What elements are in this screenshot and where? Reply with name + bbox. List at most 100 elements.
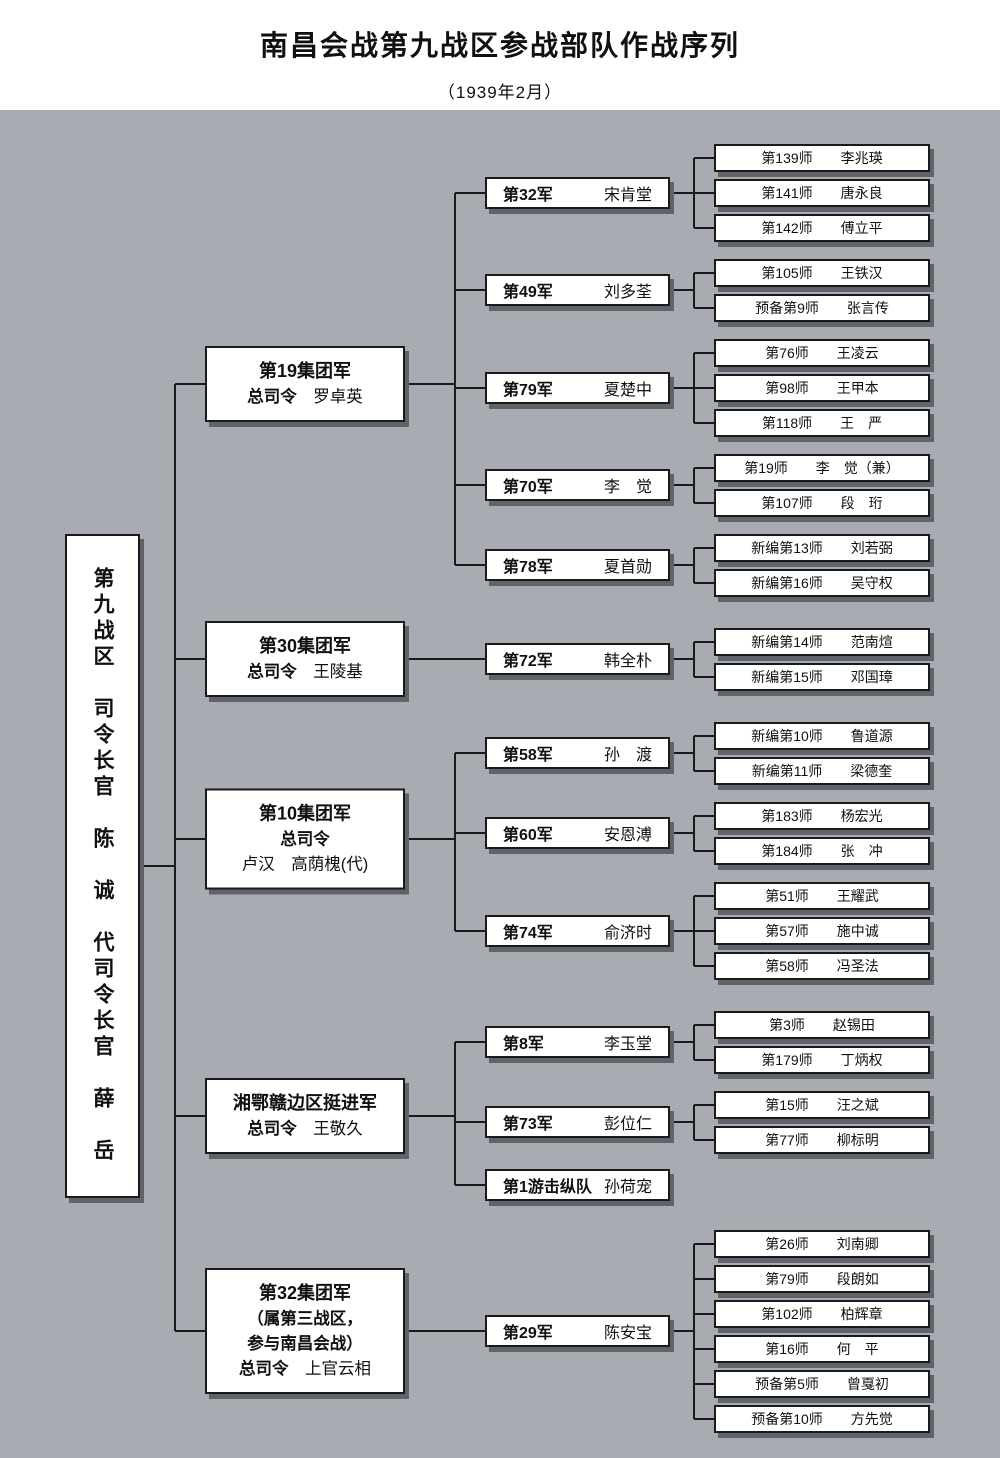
page-subtitle: （1939年2月）: [437, 83, 563, 102]
division-unit-label: 第77师: [765, 1132, 809, 1148]
group-army-text: 第10集团军: [258, 803, 352, 824]
root-node-text: 第九战区 司令长官 陈 诚 代司令长官 薛 岳: [91, 567, 114, 1165]
division-commander-name: 何 平: [836, 1341, 879, 1357]
army-commander-name: 陈安宝: [603, 1325, 652, 1342]
division-commander-name: 王 严: [840, 415, 883, 431]
division-unit-label: 第79师: [765, 1271, 809, 1287]
division-commander-name: 赵锡田: [832, 1017, 875, 1033]
group-army-text: 参与南昌会战）: [247, 1335, 363, 1353]
army-commander-name: 宋肯堂: [603, 187, 652, 204]
page-title: 南昌会战第九战区参战部队作战序列: [259, 30, 740, 61]
division-node: 第51师 王耀武: [714, 882, 930, 910]
division-unit-label: 第118师: [761, 415, 813, 431]
division-commander-name: 方先觉: [850, 1411, 893, 1427]
division-node: 第107师段 珩: [714, 489, 930, 517]
division-unit-label: 第139师: [761, 150, 813, 166]
division-commander-name: 王铁汉: [840, 265, 883, 281]
division-unit-label: 预备第10师: [751, 1411, 823, 1427]
division-node: 第105师王铁汉: [714, 259, 930, 287]
army-unit-label: 第73军: [503, 1116, 553, 1133]
group-army-line: 总司令 上官云相: [239, 1357, 371, 1382]
division-commander-name: 李 觉（兼）: [815, 460, 900, 476]
division-commander-name: 刘若弼: [850, 540, 893, 556]
army-node: 第1游击纵队孙荷宠: [485, 1169, 670, 1201]
army-unit-label: 第70军: [503, 479, 553, 496]
division-node: 新编第13师刘若弼: [714, 534, 930, 562]
army-node: 第79军 夏楚中: [485, 372, 670, 404]
group-army-text: 总司令: [239, 1360, 289, 1378]
division-commander-name: 丁炳权: [840, 1052, 883, 1068]
division-commander-name: 梁德奎: [850, 763, 893, 779]
army-node: 第73军 彭位仁: [485, 1106, 670, 1138]
group-army-text: 湘鄂赣边区挺进军: [233, 1093, 377, 1113]
division-node: 预备第5师曾戛初: [714, 1370, 930, 1398]
division-unit-label: 第141师: [761, 185, 813, 201]
division-node: 第118师 王 严: [714, 409, 930, 437]
division-commander-name: 刘南卿: [836, 1236, 879, 1252]
connector-lines: [140, 157, 714, 1420]
army-commander-name: 夏楚中: [603, 382, 652, 399]
division-commander-name: 柏辉章: [840, 1306, 883, 1322]
group-army-text: 第30集团军: [258, 636, 352, 656]
army-commander-name: 俞济时: [603, 925, 652, 942]
army-unit-label: 第32军: [503, 187, 553, 204]
division-commander-name: 李兆瑛: [840, 150, 883, 166]
army-commander-name: 夏首勋: [603, 559, 652, 576]
army-node: 第78军夏首勋: [485, 549, 670, 581]
army-unit-label: 第1游击纵队: [503, 1179, 592, 1196]
division-commander-name: 段朗如: [836, 1271, 879, 1287]
division-unit-label: 第26师: [765, 1236, 809, 1252]
group-army-line: 卢汉 高荫槐(代): [242, 853, 369, 878]
division-node: 第19师李 觉（兼）: [714, 454, 930, 482]
division-node: 预备第10师 方先觉: [714, 1405, 930, 1433]
division-node: 第184师张 冲: [714, 837, 930, 865]
root-node-war-zone: 第九战区 司令长官 陈 诚 代司令长官 薛 岳: [65, 534, 140, 1198]
division-unit-label: 第183师: [761, 808, 813, 824]
group-army-node: 第10集团军总司令卢汉 高荫槐(代): [205, 788, 405, 890]
division-unit-label: 第107师: [761, 495, 813, 511]
army-commander-name: 彭位仁: [603, 1116, 652, 1133]
group-army-node: 第19集团军总司令 罗卓英: [205, 346, 405, 422]
division-unit-label: 第179师: [761, 1052, 813, 1068]
division-node: 第141师 唐永良: [714, 179, 930, 207]
division-commander-name: 唐永良: [840, 185, 883, 201]
army-unit-label: 第79军: [503, 382, 553, 399]
division-unit-label: 第57师: [765, 923, 809, 939]
division-commander-name: 张 冲: [840, 843, 883, 859]
division-node: 第16师 何 平: [714, 1335, 930, 1363]
group-army-node: 湘鄂赣边区挺进军总司令 王敬久: [205, 1078, 405, 1154]
division-node: 第26师 刘南卿: [714, 1230, 930, 1258]
division-unit-label: 新编第15师: [751, 669, 823, 685]
division-unit-label: 第3师: [769, 1017, 805, 1033]
army-unit-label: 第74军: [503, 925, 553, 942]
group-army-line: 参与南昌会战）: [247, 1332, 363, 1357]
group-army-line: 第19集团军: [259, 358, 351, 385]
division-node: 新编第14师范南煊: [714, 628, 930, 656]
division-node: 第3师 赵锡田: [714, 1011, 930, 1039]
group-army-text: 总司令: [247, 663, 297, 681]
division-unit-label: 第51师: [765, 888, 809, 904]
group-army-text: 王陵基: [296, 663, 363, 681]
army-commander-name: 刘多荃: [603, 284, 652, 301]
army-commander-name: 李玉堂: [603, 1036, 652, 1053]
division-node: 第179师 丁炳权: [714, 1046, 930, 1074]
division-commander-name: 吴守权: [850, 575, 893, 591]
division-node: 第139师 李兆瑛: [714, 144, 930, 172]
group-army-line: 总司令 罗卓英: [247, 385, 363, 410]
division-commander-name: 王甲本: [836, 380, 879, 396]
division-node: 第76师王凌云: [714, 339, 930, 367]
army-node: 第58军孙 渡: [485, 737, 670, 769]
group-army-line: 总司令 王陵基: [247, 660, 363, 685]
division-commander-name: 范南煊: [850, 634, 893, 650]
division-commander-name: 王凌云: [836, 345, 879, 361]
army-node: 第32军 宋肯堂: [485, 177, 670, 209]
division-unit-label: 第16师: [765, 1341, 809, 1357]
division-commander-name: 汪之斌: [836, 1097, 879, 1113]
division-unit-label: 新编第11师: [751, 763, 823, 779]
division-node: 第15师汪之斌: [714, 1091, 930, 1119]
group-army-node: 第30集团军总司令 王陵基: [205, 621, 405, 697]
group-army-text: 总司令: [280, 830, 330, 849]
group-army-text: （属第三战区，: [247, 1310, 363, 1328]
division-commander-name: 王耀武: [836, 888, 879, 904]
division-unit-label: 新编第16师: [751, 575, 823, 591]
